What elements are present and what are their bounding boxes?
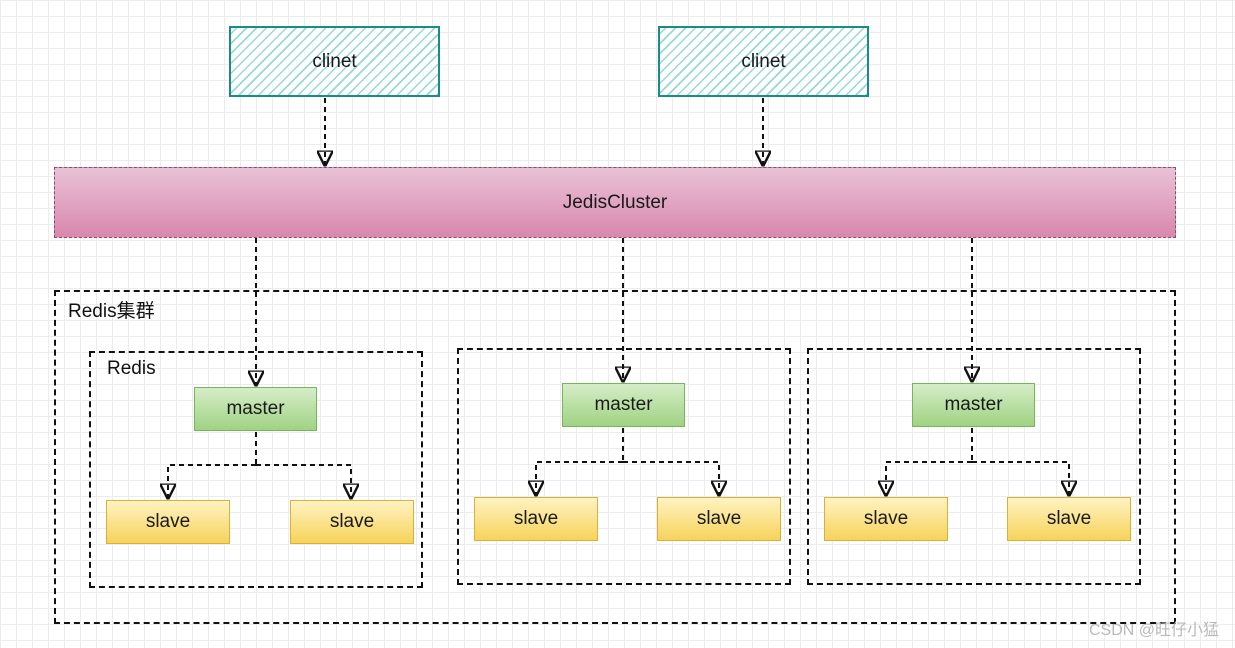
slave-node-1a-label: slave <box>145 511 191 532</box>
slave-node-3b-label: slave <box>1046 508 1092 529</box>
client-node-2: clinet <box>658 26 869 97</box>
connector-master2-slave2a <box>536 461 623 495</box>
slave-node-2a-label: slave <box>513 508 559 529</box>
connector-master1-slave1a <box>168 464 256 498</box>
slave-node-1b-label: slave <box>329 511 375 532</box>
master-node-1-label: master <box>226 398 285 419</box>
client-node-1-label: clinet <box>312 50 357 72</box>
slave-node-3b: slave <box>1007 497 1131 541</box>
jedis-cluster-label: JedisCluster <box>562 191 668 213</box>
slave-node-1b: slave <box>290 500 414 544</box>
redis-group-3 <box>807 348 1141 585</box>
slave-node-2a: slave <box>474 497 598 541</box>
slave-node-1a: slave <box>106 500 230 544</box>
redis-group-1-label: Redis <box>107 358 156 379</box>
master-node-2-label: master <box>594 394 653 415</box>
slave-node-3a-label: slave <box>863 508 909 529</box>
slave-node-2b: slave <box>657 497 781 541</box>
connector-master1-slave1b <box>256 464 351 498</box>
redis-cluster-container <box>54 290 1176 624</box>
redis-cluster-label: Redis集群 <box>68 301 155 322</box>
client-node-1: clinet <box>229 26 440 97</box>
master-node-2: master <box>562 383 685 427</box>
connector-master3-slave3a <box>886 461 972 495</box>
connector-master3-slave3b <box>972 461 1069 495</box>
master-node-1: master <box>194 387 317 431</box>
redis-group-1 <box>89 351 423 588</box>
slave-node-3a: slave <box>824 497 948 541</box>
connector-master2-slave2b <box>623 461 719 495</box>
jedis-cluster-node: JedisCluster <box>54 167 1176 238</box>
master-node-3-label: master <box>944 394 1003 415</box>
master-node-3: master <box>912 383 1035 427</box>
slave-node-2b-label: slave <box>696 508 742 529</box>
watermark-text: CSDN @旺仔小猛 <box>1088 622 1219 639</box>
client-node-2-label: clinet <box>741 50 786 72</box>
